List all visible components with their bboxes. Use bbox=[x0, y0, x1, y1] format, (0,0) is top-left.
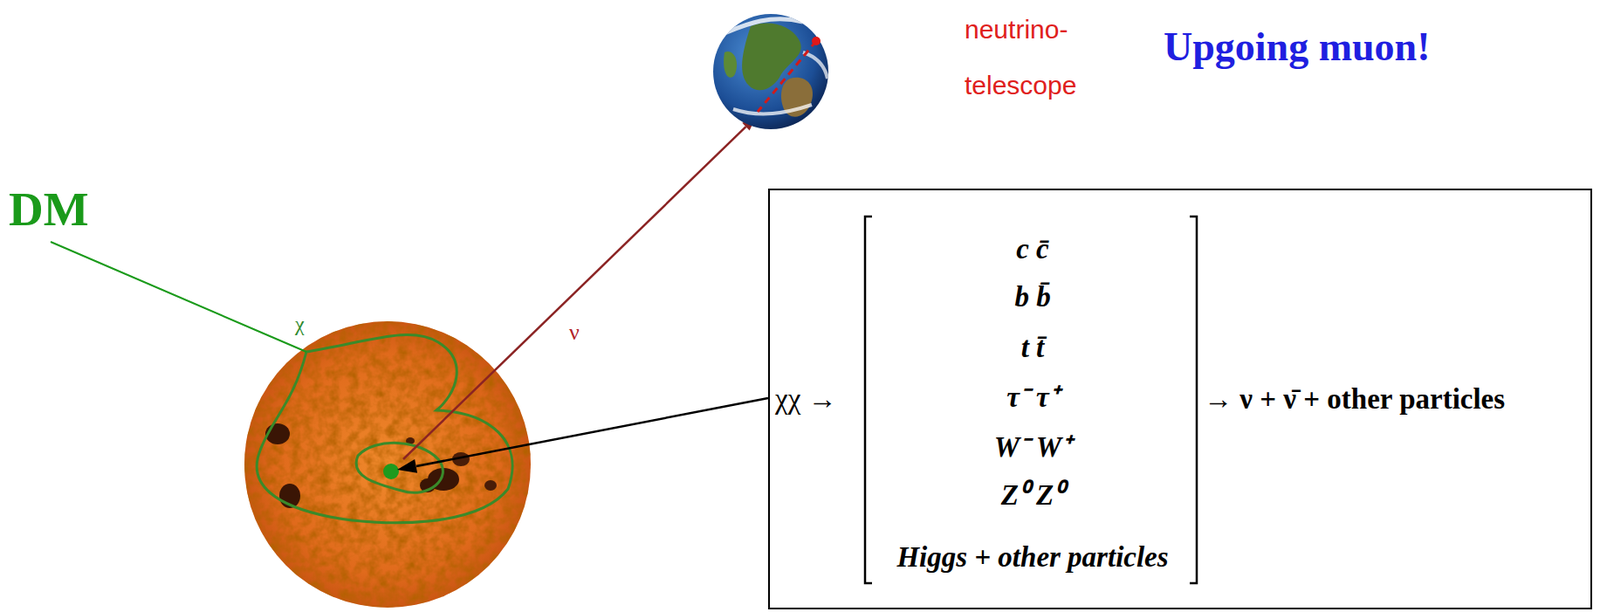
initial-state: χχ → bbox=[775, 383, 838, 417]
illustration-part bbox=[356, 442, 443, 493]
sun bbox=[244, 321, 531, 608]
dm-leader bbox=[50, 241, 307, 352]
earth bbox=[713, 13, 829, 130]
annihilation-box: χχ → c c̄ b b̄ t t̄ τ⁻ τ⁺ W⁻ W⁺ Z⁰ Z⁰ Higgs + o… bbox=[768, 188, 1593, 610]
illustration-part bbox=[484, 480, 497, 491]
channel: W⁻ W⁺ bbox=[994, 431, 1072, 465]
illustration-part bbox=[733, 104, 812, 114]
final-state: → ν + ν̄ + other particles bbox=[1203, 383, 1505, 417]
illustration-part bbox=[397, 459, 418, 474]
nu-label: ν bbox=[569, 319, 580, 346]
illustration-part bbox=[720, 19, 828, 117]
illustration-part bbox=[244, 321, 531, 608]
channel: c c̄ bbox=[1016, 233, 1050, 267]
channel: Higgs + other particles bbox=[896, 541, 1168, 575]
illustration-part bbox=[720, 19, 804, 35]
channel: Z⁰ Z⁰ bbox=[1001, 479, 1065, 513]
channel: t t̄ bbox=[1021, 331, 1045, 365]
pointer-arrow bbox=[397, 398, 769, 474]
illustration-part bbox=[803, 52, 828, 79]
headline: Upgoing muon! bbox=[1163, 24, 1430, 71]
illustration-part bbox=[403, 126, 747, 460]
illustration-part bbox=[260, 566, 275, 577]
illustration-part bbox=[416, 398, 769, 467]
channel: τ⁻ τ⁺ bbox=[1006, 381, 1059, 415]
illustration-part bbox=[1189, 216, 1197, 584]
dm-label: DM bbox=[8, 181, 90, 237]
telescope-label: neutrino- telescope bbox=[964, 1, 1077, 114]
illustration-part bbox=[865, 216, 873, 584]
illustration-part bbox=[713, 13, 829, 130]
illustration-part bbox=[723, 51, 737, 78]
chi-label: χ bbox=[295, 312, 305, 337]
illustration-part bbox=[383, 463, 399, 480]
neutrino-path bbox=[403, 116, 756, 460]
illustration-part bbox=[244, 321, 531, 608]
illustration-part bbox=[244, 321, 531, 608]
illustration-part bbox=[811, 36, 821, 46]
matrix-bracket bbox=[865, 216, 1197, 584]
channel: b b̄ bbox=[1014, 281, 1051, 315]
illustration-part bbox=[757, 41, 817, 112]
illustration-part bbox=[256, 334, 513, 522]
